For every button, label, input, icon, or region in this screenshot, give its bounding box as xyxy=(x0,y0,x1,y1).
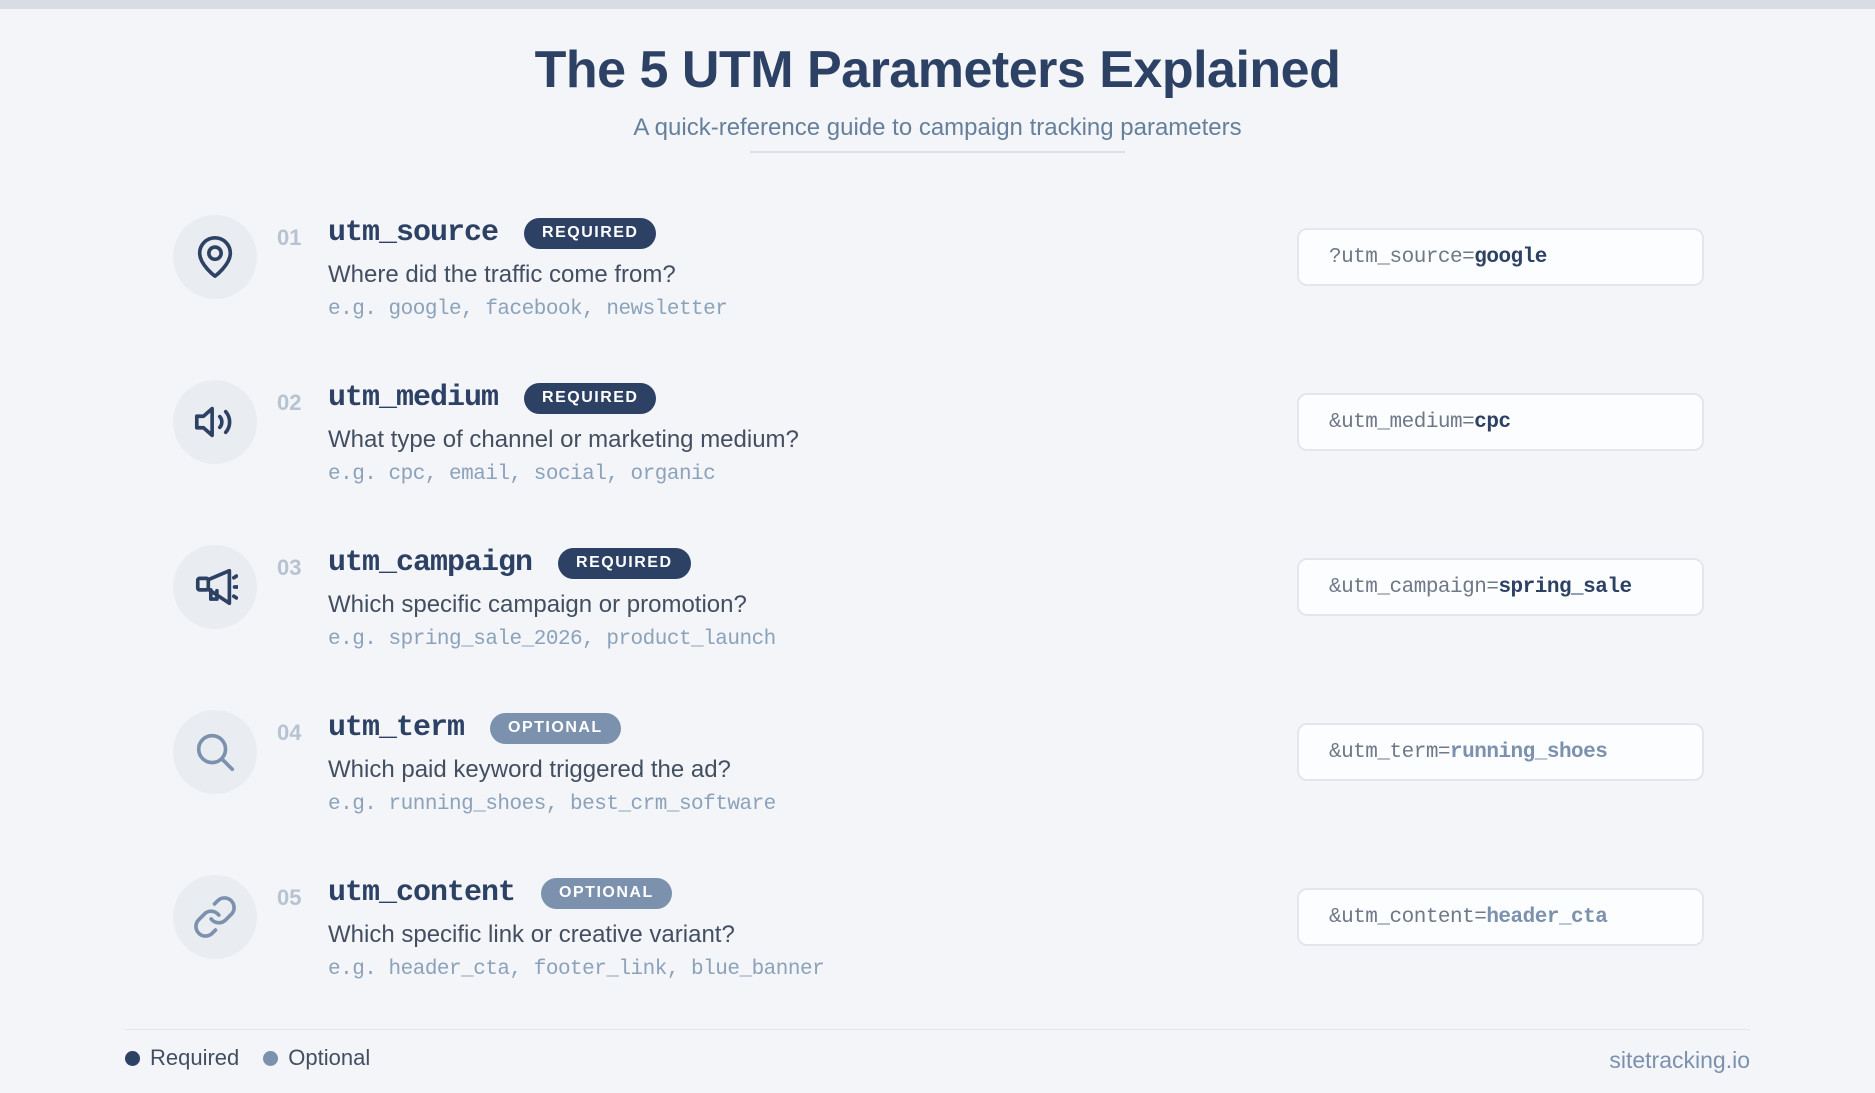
map-pin-icon xyxy=(173,215,257,299)
page-header: The 5 UTM Parameters Explained A quick-r… xyxy=(0,40,1875,142)
code-snippet-box: &utm_term=running_shoes xyxy=(1297,723,1704,781)
speaker-icon xyxy=(173,380,257,464)
footer-divider xyxy=(125,1029,1750,1030)
legend: Required Optional xyxy=(125,1045,370,1071)
parameter-examples: e.g. cpc, email, social, organic xyxy=(328,463,716,486)
brand-name: sitetracking.io xyxy=(1609,1047,1750,1073)
parameter-examples: e.g. spring_sale_2026, product_launch xyxy=(328,628,776,651)
required-badge: REQUIRED xyxy=(524,217,657,249)
parameter-examples: e.g. google, facebook, newsletter xyxy=(328,298,728,321)
parameter-name: utm_medium xyxy=(328,381,499,415)
code-prefix: &utm_campaign= xyxy=(1329,575,1499,599)
code-snippet-box: &utm_medium=cpc xyxy=(1297,393,1704,451)
legend-optional-label: Optional xyxy=(288,1045,371,1070)
parameter-row-utm-campaign: 03 utm_campaign REQUIRED Which specific … xyxy=(0,542,1875,682)
row-number: 02 xyxy=(277,390,302,415)
code-value: running_shoes xyxy=(1450,740,1608,764)
optional-badge: OPTIONAL xyxy=(490,712,621,744)
top-accent-strip xyxy=(0,0,1875,9)
code-value: google xyxy=(1474,245,1547,269)
code-prefix: &utm_medium= xyxy=(1329,410,1475,434)
row-number: 04 xyxy=(277,720,302,745)
code-prefix: &utm_term= xyxy=(1329,740,1451,764)
parameter-name: utm_content xyxy=(328,876,516,910)
parameter-name: utm_campaign xyxy=(328,546,533,580)
code-prefix: ?utm_source= xyxy=(1329,245,1475,269)
legend-required-label: Required xyxy=(150,1045,240,1070)
header-divider xyxy=(750,151,1125,153)
parameter-description: Where did the traffic come from? xyxy=(328,261,676,288)
parameter-description: What type of channel or marketing medium… xyxy=(328,426,799,453)
parameter-description: Which paid keyword triggered the ad? xyxy=(328,756,731,783)
required-badge: REQUIRED xyxy=(524,382,657,414)
legend-optional: Optional xyxy=(263,1045,370,1071)
code-value: spring_sale xyxy=(1498,575,1632,599)
required-dot-icon xyxy=(125,1050,140,1066)
search-icon xyxy=(173,710,257,794)
optional-dot-icon xyxy=(263,1050,279,1066)
row-number: 05 xyxy=(277,885,302,910)
parameter-row-utm-medium: 02 utm_medium REQUIRED What type of chan… xyxy=(0,377,1875,517)
code-snippet-box: &utm_content=header_cta xyxy=(1297,888,1704,946)
megaphone-icon xyxy=(173,545,257,629)
optional-badge: OPTIONAL xyxy=(541,877,672,909)
parameter-description: Which specific campaign or promotion? xyxy=(328,591,747,618)
code-snippet-box: ?utm_source=google xyxy=(1297,228,1704,286)
row-number: 01 xyxy=(277,225,302,250)
parameter-examples: e.g. running_shoes, best_crm_software xyxy=(328,793,776,816)
parameter-row-utm-content: 05 utm_content OPTIONAL Which specific l… xyxy=(0,872,1875,1012)
parameter-row-utm-term: 04 utm_term OPTIONAL Which paid keyword … xyxy=(0,707,1875,847)
parameter-examples: e.g. header_cta, footer_link, blue_banne… xyxy=(328,958,825,981)
legend-required: Required xyxy=(125,1045,239,1071)
code-value: header_cta xyxy=(1486,905,1608,929)
link-icon xyxy=(173,875,257,959)
code-snippet-box: &utm_campaign=spring_sale xyxy=(1297,558,1704,616)
parameter-name: utm_source xyxy=(328,216,499,250)
code-value: cpc xyxy=(1474,410,1511,434)
row-number: 03 xyxy=(277,555,302,580)
page-title: The 5 UTM Parameters Explained xyxy=(534,41,1341,99)
parameter-description: Which specific link or creative variant? xyxy=(328,921,735,948)
parameter-name: utm_term xyxy=(328,711,465,745)
required-badge: REQUIRED xyxy=(558,547,691,579)
parameter-row-utm-source: 01 utm_source REQUIRED Where did the tra… xyxy=(0,212,1875,352)
code-prefix: &utm_content= xyxy=(1329,905,1487,929)
page-subtitle: A quick-reference guide to campaign trac… xyxy=(633,114,1242,141)
